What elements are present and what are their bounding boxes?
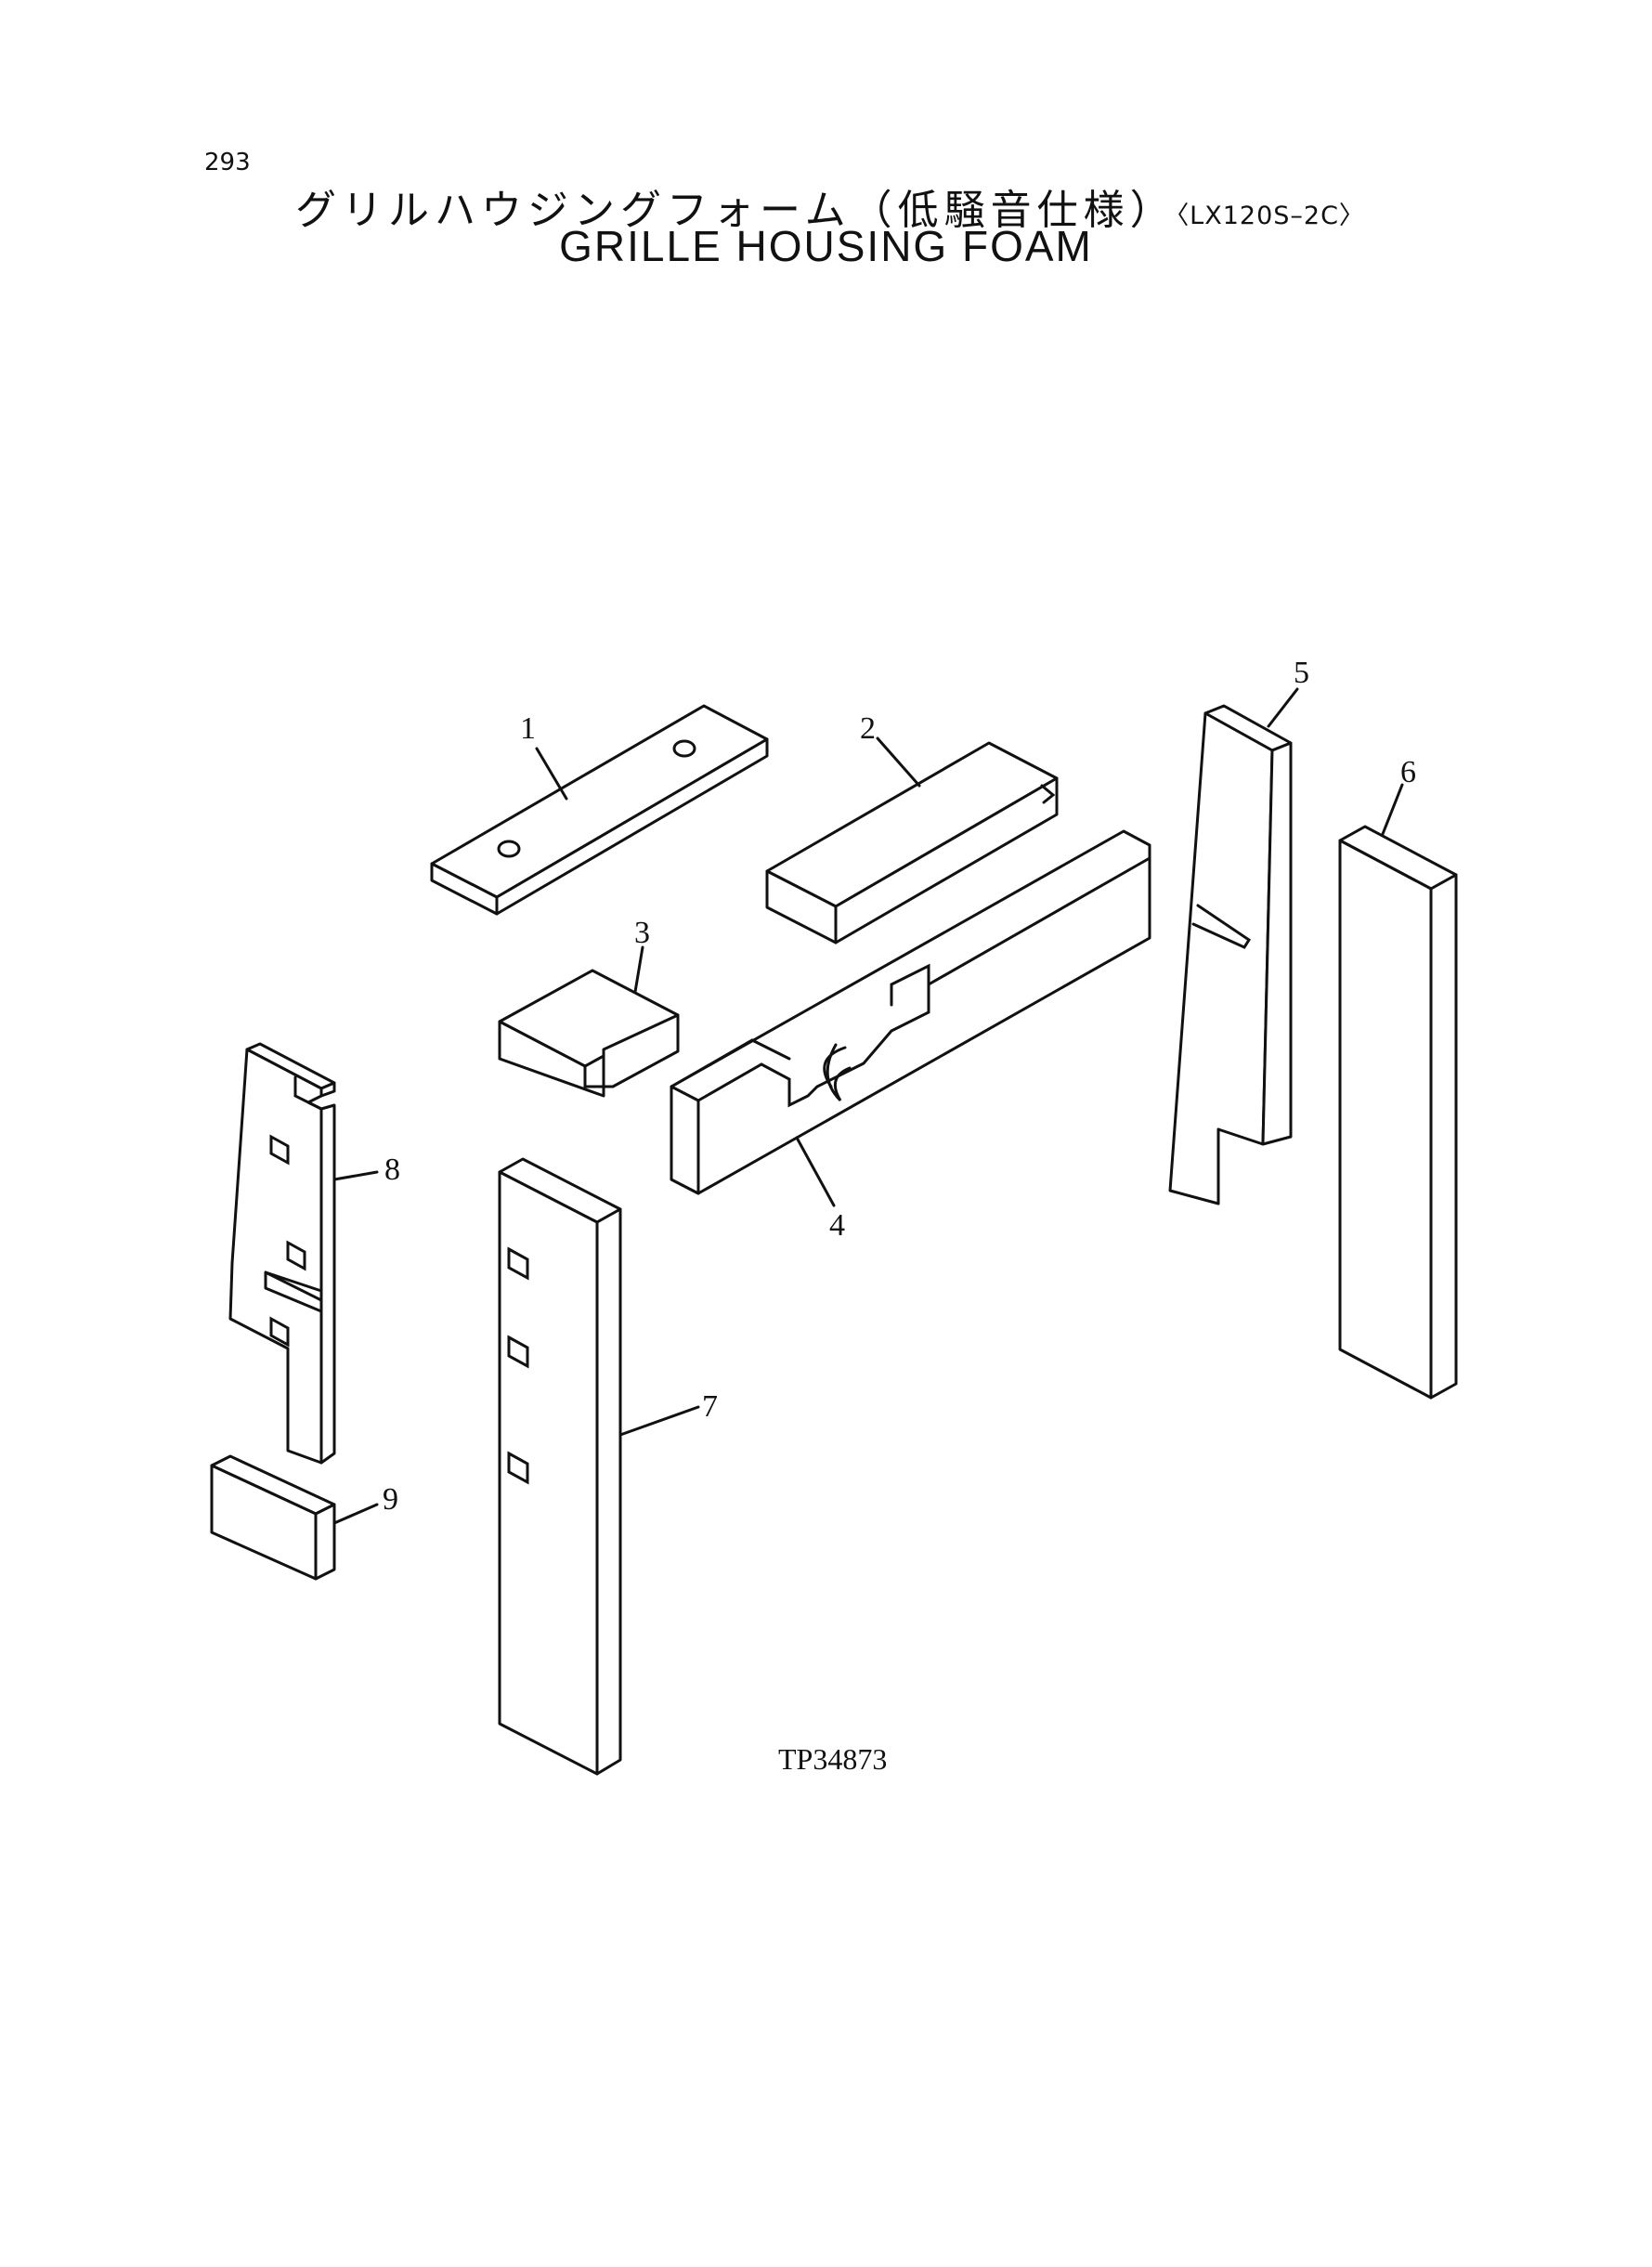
page-number: 293 (204, 149, 251, 176)
title-japanese: グリルハウジングフォーム（低騒音仕様）〈LX120S–2C〉 (295, 176, 1365, 236)
title-jp-text: グリルハウジングフォーム（低騒音仕様） (295, 187, 1177, 234)
drawing-code: TP34873 (778, 1742, 887, 1776)
label-part-8: 8 (384, 1153, 400, 1187)
leader-lines (332, 687, 1404, 1525)
label-part-4: 4 (829, 1208, 845, 1243)
part-3-block (498, 969, 680, 1098)
part-6-slab (1338, 825, 1458, 1400)
part-2-block (765, 741, 1059, 945)
part-1-plate (430, 704, 769, 916)
label-part-7: 7 (702, 1389, 718, 1424)
label-part-1: 1 (520, 711, 536, 746)
part-7-slab (498, 1157, 622, 1776)
part-9-block (210, 1454, 336, 1581)
part-8-panel (228, 1042, 336, 1465)
model-code: 〈LX120S–2C〉 (1176, 202, 1365, 230)
label-part-5: 5 (1294, 656, 1309, 690)
label-part-3: 3 (634, 916, 650, 950)
title-english: GRILLE HOUSING FOAM (559, 222, 1093, 270)
label-part-2: 2 (860, 711, 876, 746)
label-part-9: 9 (383, 1482, 398, 1517)
label-part-6: 6 (1400, 755, 1416, 789)
part-5-panel (1168, 704, 1293, 1205)
part-4-beam (670, 829, 1151, 1195)
